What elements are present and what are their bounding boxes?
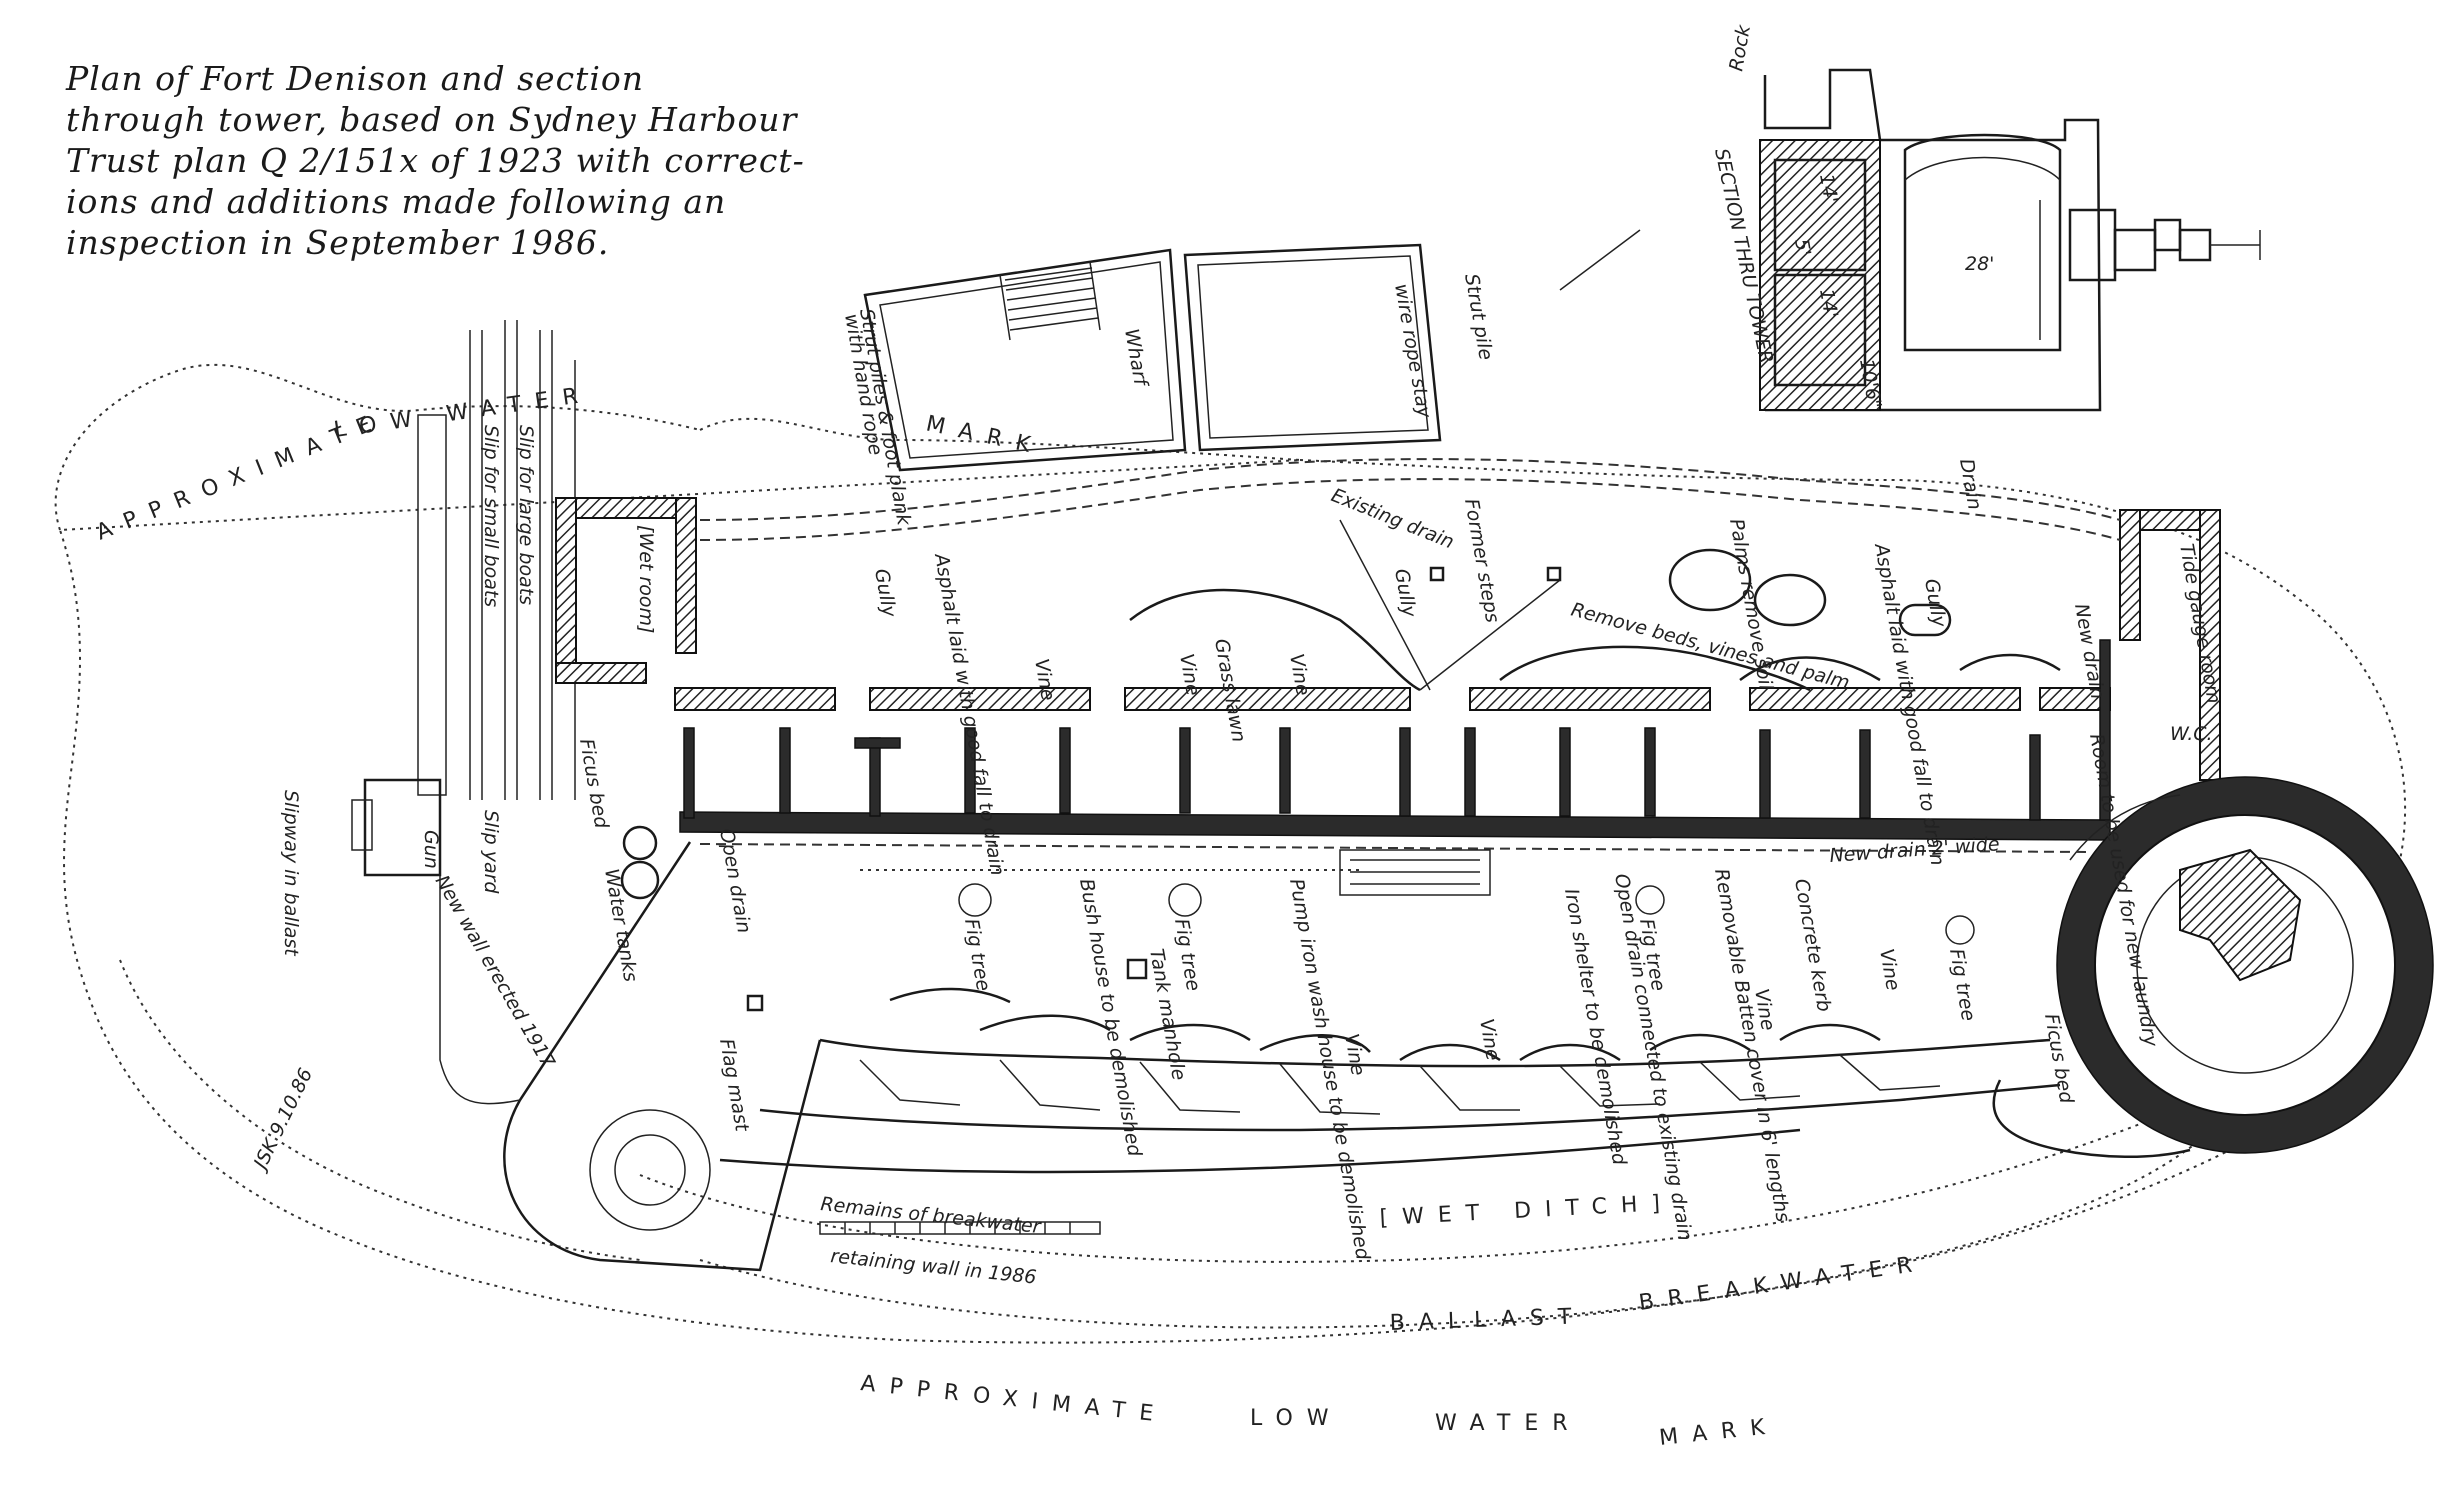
label-approximate-left: APPROXIMATE	[93, 407, 388, 546]
label-rock: Rock	[1725, 22, 1755, 72]
label-wet-room: [Wet room]	[635, 525, 657, 633]
caption-line: through tower, based on Sydney Harbour	[66, 100, 798, 139]
label-existing-drain: Existing drain	[1328, 484, 1457, 553]
label-gully-b: Gully	[1390, 567, 1420, 619]
ficus-bed-right	[1992, 1079, 2191, 1158]
label-gun: Gun	[420, 830, 442, 869]
battery-parapet	[719, 987, 2061, 1174]
label-drain: Drain	[1955, 457, 1986, 511]
tower-section-inset	[1559, 68, 2261, 412]
label-bush-house: Bush house to be demolished	[1075, 877, 1146, 1159]
garden-beds	[699, 458, 2121, 692]
label-slip-large: Slip for large boats	[515, 425, 537, 605]
fig-trees	[958, 883, 1975, 945]
label-dim-14b: 14'	[1815, 287, 1842, 320]
label-dim-28: 28'	[1965, 253, 1994, 275]
ballast-breakwater-edge	[119, 959, 641, 1261]
label-flag-mast: Flag mast	[715, 1037, 753, 1134]
barracks-block	[555, 497, 2221, 841]
label-slip-small: Slip for small boats	[480, 425, 502, 607]
caption-line: inspection in September 1986.	[66, 223, 610, 262]
caption-line: Trust plan Q 2/151x of 1923 with correct…	[66, 141, 805, 180]
label-former-steps: Former steps	[1460, 497, 1503, 624]
label-remains-breakwater: Remains of breakwater	[819, 1193, 1042, 1238]
label-gully-c: Gully	[1920, 577, 1950, 629]
boat-slips	[417, 320, 576, 800]
label-fig-tree-a: Fig tree	[960, 917, 994, 993]
west-bastion	[351, 778, 822, 1272]
label-mark-bottom: MARK	[1658, 1414, 1780, 1451]
breakwater-remains	[819, 1221, 1101, 1235]
label-dim-5: 5'	[1790, 237, 1815, 258]
martello-tower	[2056, 776, 2434, 1154]
label-approximate-bottom: APPROXIMATE	[859, 1371, 1168, 1428]
label-retaining-wall: retaining wall in 1986	[829, 1245, 1037, 1289]
label-wet-ditch: [WET DITCH]	[1379, 1191, 1675, 1231]
label-water-bottom: WATER	[1435, 1411, 1582, 1436]
low-water-mark-outline	[54, 364, 2407, 1344]
label-vine-d: Vine	[1340, 1032, 1369, 1077]
label-ballast: BALLAST	[1389, 1304, 1585, 1336]
label-fig-tree-d: Fig tree	[1945, 947, 1979, 1023]
label-strut-pile: Strut pile	[1460, 272, 1497, 362]
label-removable-battens: Removable Batten cover in 6' lengths	[1710, 867, 1794, 1224]
caption-line: ions and additions made following an	[66, 182, 727, 221]
label-slip-yard: Slip yard	[480, 810, 502, 894]
label-vine-g: Vine	[1875, 947, 1904, 992]
label-new-wall: New wall erected 1917	[431, 872, 559, 1072]
ballast-breakwater-edge	[699, 1149, 2231, 1329]
plan-caption: Plan of Fort Denison and section through…	[66, 58, 826, 263]
label-wharf: Wharf	[1120, 327, 1152, 390]
label-fig-tree-b: Fig tree	[1170, 917, 1204, 993]
label-slipway-ballast: Slipway in ballast	[280, 790, 302, 957]
water-tanks	[620, 825, 660, 900]
caption-line: Plan of Fort Denison and section	[66, 59, 644, 98]
label-vine-e: Vine	[1475, 1017, 1504, 1062]
label-breakwater: BREAKWATER	[1637, 1251, 1927, 1316]
label-gully-a: Gully	[870, 567, 900, 619]
drain-lines	[699, 843, 2091, 896]
label-dim-14a: 14'	[1815, 172, 1842, 205]
flag-mast-marker	[746, 994, 764, 1012]
label-wire-rope-stay: wire rope stay	[1390, 282, 1435, 420]
wharf	[863, 243, 1442, 472]
label-ficus-bed-left: Ficus bed	[575, 737, 613, 831]
tank-manhole-marker	[1126, 958, 1148, 980]
label-signature: JSK 9.10.86	[248, 1065, 317, 1176]
label-wc: W.C.	[2170, 723, 2213, 745]
ballast-breakwater-edge	[639, 899, 2351, 1263]
label-open-drain-left: Open drain	[715, 827, 755, 935]
label-concrete-kerb: Concrete kerb	[1790, 877, 1835, 1013]
label-low-bottom: LOW	[1250, 1406, 1343, 1431]
